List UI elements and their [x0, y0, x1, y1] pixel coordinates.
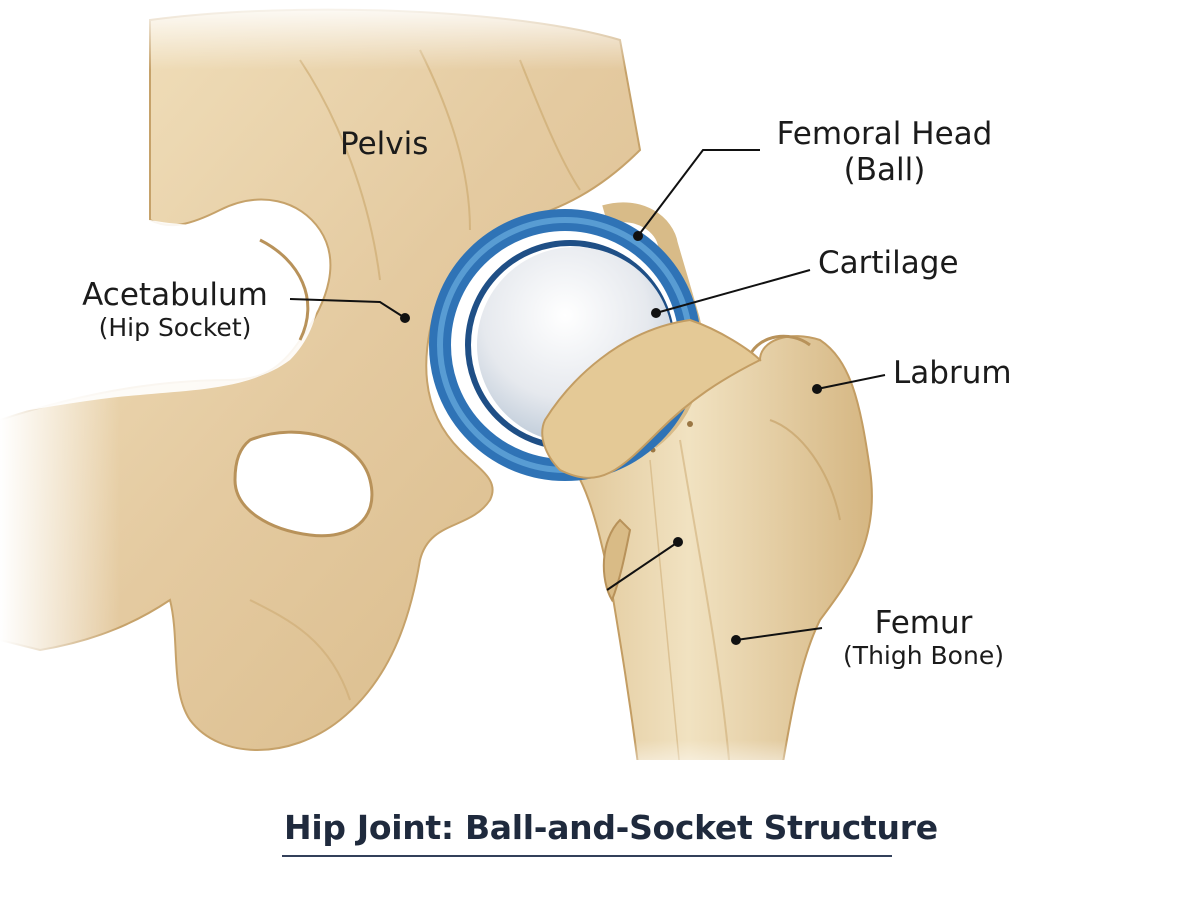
leader-lines	[289, 149, 886, 641]
label-pelvis-text: Pelvis	[340, 126, 429, 162]
label-pelvis: Pelvis	[340, 126, 429, 163]
title-underline	[282, 855, 892, 857]
label-femur-text: Femur	[874, 605, 973, 641]
label-acetabulum: Acetabulum (Hip Socket)	[70, 277, 280, 342]
label-cartilage-text: Cartilage	[818, 245, 959, 281]
label-femoral-head-subtext: (Ball)	[843, 151, 926, 188]
diagram-title: Hip Joint: Ball-and-Socket Structure	[284, 808, 938, 847]
label-femur: Femur (Thigh Bone)	[826, 605, 1021, 670]
label-femoral-head: Femoral Head (Ball)	[762, 116, 1007, 188]
label-labrum: Labrum	[893, 355, 1012, 392]
label-femur-subtext: (Thigh Bone)	[843, 640, 1004, 670]
hip-joint	[429, 202, 762, 481]
label-acetabulum-text: Acetabulum	[82, 277, 268, 313]
label-acetabulum-subtext: (Hip Socket)	[98, 312, 252, 342]
label-labrum-text: Labrum	[893, 355, 1012, 391]
leader-dots	[400, 231, 822, 645]
label-cartilage: Cartilage	[818, 245, 959, 282]
label-femoral-head-text: Femoral Head	[776, 116, 993, 152]
